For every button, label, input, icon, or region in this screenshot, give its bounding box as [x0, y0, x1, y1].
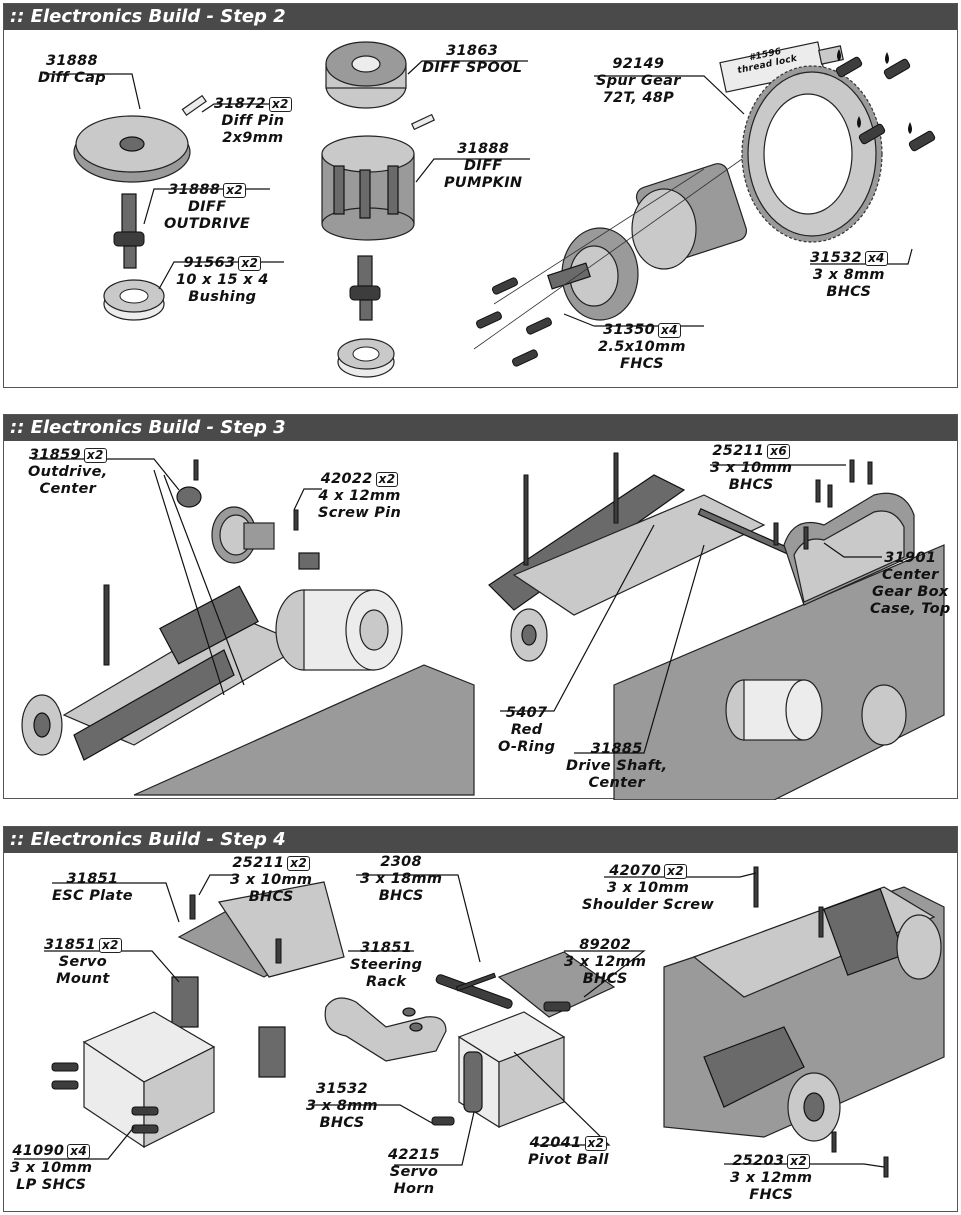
step-2-illustration [44, 41, 936, 378]
step-3-illustration [21, 452, 945, 800]
label-servo-horn: 42215 Servo Horn [388, 1147, 440, 1197]
label-esc-plate: 31851 ESC Plate [52, 871, 133, 904]
step-3-title: :: Electronics Build - Step 3 [4, 415, 957, 441]
label-steering-rack: 31851 Steering Rack [350, 940, 423, 990]
label-drive-shaft: 31885 Drive Shaft, Center [566, 741, 668, 791]
diff-pin-part [181, 94, 207, 116]
label-spur-gear: 92149 Spur Gear 72T, 48P [596, 56, 681, 106]
assembled-chassis-part [663, 866, 945, 1178]
spur-gear-part [741, 65, 883, 243]
label-diff-pumpkin: 31888 DIFF PUMPKIN [444, 141, 523, 191]
label-diff-cap: 31888 Diff Cap [38, 53, 106, 86]
thread-lock-tube [719, 41, 844, 93]
left-chassis-part [21, 584, 475, 796]
label-bhcs-3x8-step4: 31532 3 x 8mm BHCS [306, 1081, 378, 1131]
diff-pumpkin-part [321, 135, 415, 241]
servo-assembly-part [431, 951, 616, 1129]
step-4-panel: :: Electronics Build - Step 4 [3, 826, 958, 1212]
label-red-oring: 5407 Red O-Ring [498, 705, 556, 755]
step-2-title: :: Electronics Build - Step 2 [4, 4, 957, 30]
label-bhcs-3x12: 89202 3 x 12mm BHCS [564, 937, 647, 987]
label-bhcs-3x18: 2308 3 x 18mm BHCS [360, 854, 443, 904]
diff-spool-part [325, 41, 407, 109]
screws-group [476, 56, 936, 367]
step-4-illustration [14, 866, 945, 1178]
diff-cap-part [73, 115, 191, 183]
center-diff-part [176, 459, 320, 570]
servo-part [82, 1011, 216, 1149]
servo-mount-right [258, 1026, 286, 1078]
diff-outdrive-part [113, 193, 145, 269]
step-2-panel: :: Electronics Build - Step 2 [3, 3, 958, 388]
steering-rack-part [324, 997, 447, 1062]
motor-part [275, 589, 403, 671]
step-3-panel: :: Electronics Build - Step 3 [3, 414, 958, 800]
diff-assembly-part [547, 163, 748, 321]
label-diff-spool: 31863 DIFF SPOOL [422, 43, 523, 76]
label-gear-box-top: 31901 Center Gear Box Case, Top [870, 550, 951, 617]
esc-plate-part [177, 881, 345, 978]
step-4-title: :: Electronics Build - Step 4 [4, 827, 957, 853]
bushing-part [103, 279, 165, 321]
servo-mount-left [171, 976, 199, 1028]
